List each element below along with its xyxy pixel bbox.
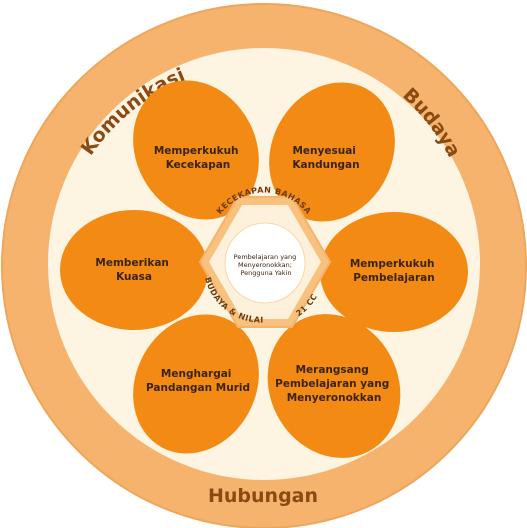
petal-top-right-label: Menyesuai Kandungan xyxy=(292,145,359,171)
petals xyxy=(60,80,468,458)
petal-top-left-label: Memperkukuh Kecekapan xyxy=(154,145,242,171)
center-text: Pembelajaran yang Menyeronokkan; Penggun… xyxy=(234,253,299,277)
center-circle xyxy=(224,222,306,304)
petal-top-right xyxy=(269,82,395,222)
petal-left-label: Memberikan Kuasa xyxy=(95,257,172,283)
petal-left xyxy=(60,210,208,330)
petal-right-label: Memperkukuh Pembelajaran xyxy=(350,258,438,284)
petal-bottom-right-label: Merangsang Pembelajaran yang Menyeronokk… xyxy=(275,364,393,404)
petal-bottom-left-label: Menghargai Pandangan Murid xyxy=(146,368,250,394)
petal-right xyxy=(320,212,468,332)
petal-bottom-right xyxy=(267,314,401,458)
outer-ring-edge xyxy=(1,3,527,528)
petal-bottom-left xyxy=(133,314,259,454)
ring-label-bottom: Hubungan xyxy=(208,485,318,507)
petal-top-left xyxy=(133,80,259,220)
petal-labels: Memperkukuh Kecekapan Menyesuai Kandunga… xyxy=(95,145,438,404)
